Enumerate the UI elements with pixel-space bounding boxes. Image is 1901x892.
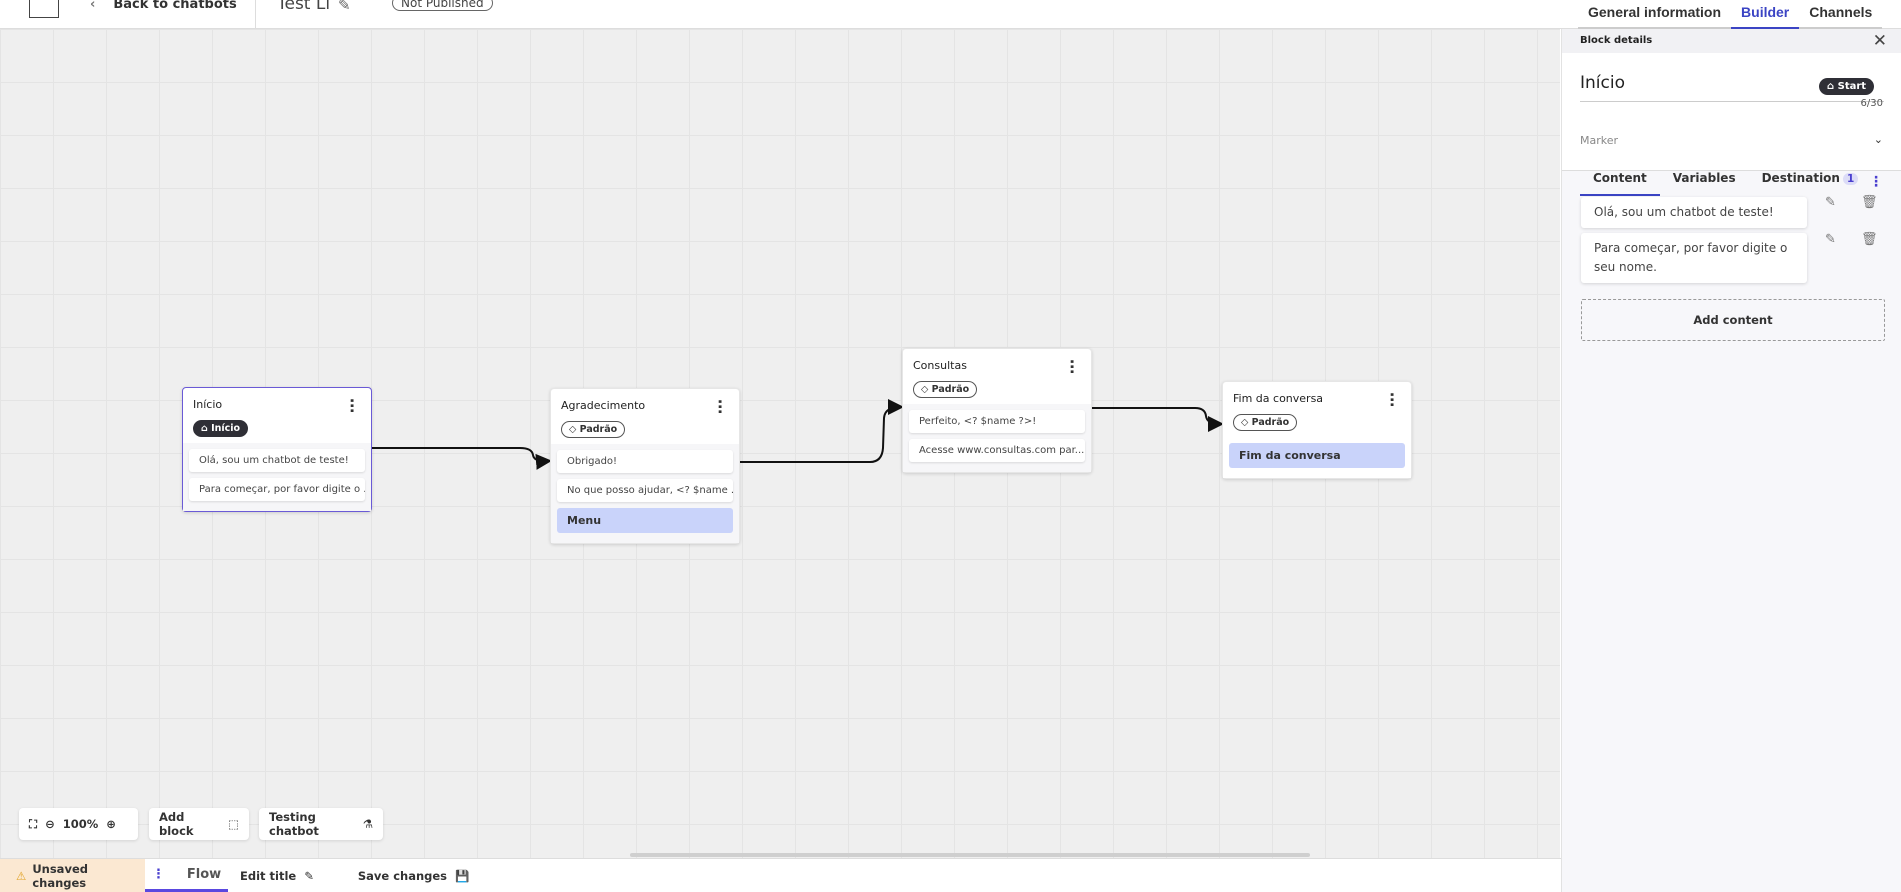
more-options-icon[interactable]: ⋯: [711, 399, 729, 414]
message[interactable]: Para começar, por favor digite o ...: [189, 478, 365, 501]
zoom-out-icon[interactable]: ⊖: [45, 817, 55, 831]
tag-icon: ◇: [1241, 417, 1252, 428]
marker-tag: ◇ Padrão: [561, 421, 626, 438]
marker-select[interactable]: ⌂ Start: [1819, 78, 1875, 95]
flow-tab[interactable]: ⋮Flow: [145, 859, 228, 892]
tag-icon: ◇: [921, 384, 932, 395]
more-options-icon[interactable]: ⋮: [151, 866, 165, 882]
block-inicio[interactable]: Início ⋯ ⌂ Início Olá, sou um chatbot de…: [182, 387, 372, 512]
block-fim-da-conversa[interactable]: Fim da conversa ⋯ ◇ Padrão Fim da conver…: [1222, 381, 1412, 479]
content-item[interactable]: Olá, sou um chatbot de teste!: [1581, 197, 1807, 228]
back-to-chatbots-link[interactable]: ‹Back to chatbots: [90, 0, 237, 12]
more-options-icon[interactable]: ⋮: [1869, 174, 1883, 190]
chevron-left-icon: ‹: [90, 0, 96, 12]
home-icon: ⌂: [1827, 81, 1838, 92]
tag-icon: ◇: [569, 424, 580, 435]
status-badge: Not Published: [392, 0, 493, 11]
marker-tag: ⌂ Início: [193, 420, 249, 437]
add-block-icon: ⬚: [228, 817, 239, 831]
edit-icon[interactable]: ✎: [1825, 232, 1836, 247]
menu-item[interactable]: Fim da conversa: [1229, 443, 1405, 468]
panel-header: Block details: [1580, 35, 1653, 46]
block-agradecimento[interactable]: Agradecimento ⋯ ◇ Padrão Obrigado! No qu…: [550, 388, 740, 544]
block-title-input[interactable]: Início: [1580, 73, 1884, 102]
top-header: ‹Back to chatbots Test Li ✎ Not Publishe…: [0, 0, 1901, 29]
tab-content[interactable]: Content: [1580, 164, 1660, 196]
flask-icon: ⚗: [362, 817, 373, 831]
close-icon[interactable]: ✕: [1872, 31, 1887, 51]
testing-chatbot-button[interactable]: Testing chatbot⚗: [259, 808, 383, 840]
save-changes-button[interactable]: Save changes💾: [357, 868, 470, 883]
tab-variables[interactable]: Variables: [1672, 171, 1736, 185]
marker-tag: ◇ Padrão: [913, 381, 978, 398]
pencil-icon: ✎: [304, 868, 314, 883]
zoom-level: 100%: [62, 817, 99, 831]
logo-icon: [29, 0, 59, 18]
chatbot-title: Test Li: [277, 0, 331, 14]
message[interactable]: Acesse www.consultas.com par...: [909, 439, 1085, 462]
divider: [255, 0, 256, 29]
more-options-icon[interactable]: ⋯: [1063, 359, 1081, 374]
unsaved-changes-indicator: ⚠Unsaved changes: [0, 859, 145, 892]
message[interactable]: Olá, sou um chatbot de teste!: [189, 449, 365, 472]
home-icon: ⌂: [201, 423, 212, 434]
tab-general-information[interactable]: General information: [1578, 0, 1732, 29]
content-item[interactable]: Para começar, por favor digite o seu nom…: [1581, 233, 1807, 283]
trash-icon[interactable]: 🗑: [1861, 195, 1878, 210]
warning-icon: ⚠: [16, 868, 27, 883]
message[interactable]: Perfeito, <? $name ?>!: [909, 410, 1085, 433]
edit-title-icon[interactable]: ✎: [338, 0, 351, 14]
block-consultas[interactable]: Consultas ⋯ ◇ Padrão Perfeito, <? $name …: [902, 348, 1092, 473]
message[interactable]: Obrigado!: [557, 450, 733, 473]
destination-count-badge: 1: [1842, 173, 1859, 185]
chevron-down-icon[interactable]: ⌄: [1873, 133, 1883, 146]
horizontal-scrollbar[interactable]: [630, 853, 1310, 857]
trash-icon[interactable]: 🗑: [1861, 232, 1878, 247]
add-block-button[interactable]: Add block⬚: [149, 808, 249, 840]
marker-tag: ◇ Padrão: [1233, 414, 1298, 431]
save-icon: 💾: [455, 868, 470, 883]
add-content-button[interactable]: Add content: [1581, 299, 1885, 341]
more-options-icon[interactable]: ⋯: [343, 398, 361, 413]
char-count: 6/30: [1860, 98, 1883, 109]
menu-item[interactable]: Menu: [557, 508, 733, 533]
block-details-panel: Block details ✕ Início 6/30 Marker ⌄ Cont…: [1561, 29, 1901, 892]
marker-label: Marker: [1580, 134, 1619, 147]
tab-builder[interactable]: Builder: [1731, 0, 1800, 29]
zoom-controls: ⛶ ⊖ 100% ⊕: [19, 808, 138, 840]
edit-icon[interactable]: ✎: [1825, 195, 1836, 210]
more-options-icon[interactable]: ⋯: [1383, 392, 1401, 407]
fit-screen-icon[interactable]: ⛶: [29, 816, 38, 831]
message[interactable]: No que posso ajudar, <? $name ...: [557, 479, 733, 502]
zoom-in-icon[interactable]: ⊕: [106, 817, 116, 831]
edit-title-button[interactable]: Edit title✎: [240, 868, 314, 883]
tab-channels[interactable]: Channels: [1799, 0, 1883, 29]
